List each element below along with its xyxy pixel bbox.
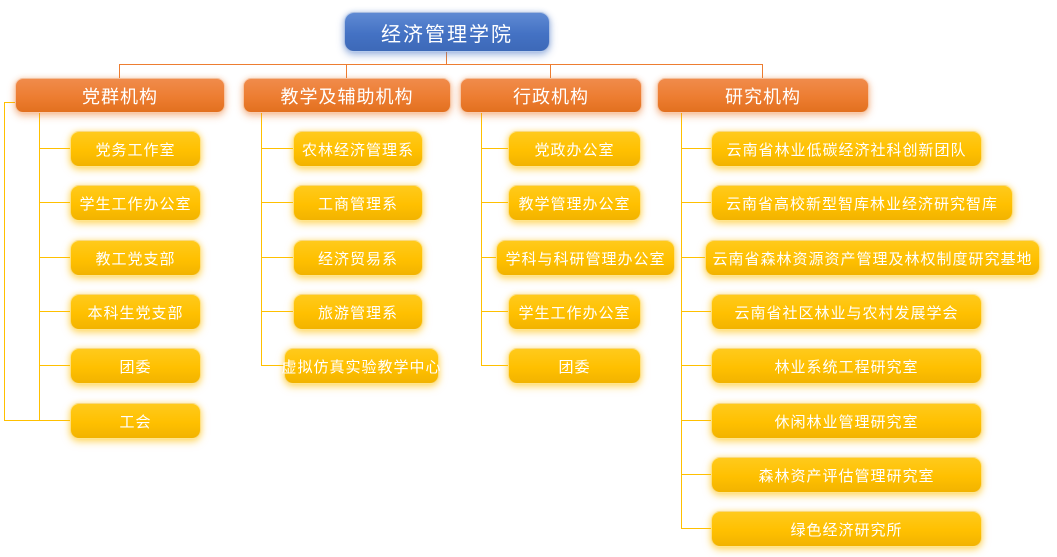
connector-stub	[681, 148, 711, 150]
connector-stub	[4, 420, 70, 422]
org-node-leaf: 团委	[508, 348, 641, 384]
connector-branch2-drop	[346, 64, 348, 78]
org-node-leaf: 虚拟仿真实验教学中心	[282, 348, 441, 384]
connector-stub	[681, 365, 711, 367]
connector-branch4-drop	[762, 64, 764, 78]
connector-stub	[39, 365, 70, 367]
connector-stub	[39, 311, 70, 313]
connector-stub	[681, 474, 711, 476]
connector-root-drop	[446, 52, 448, 65]
connector-stub	[261, 202, 293, 204]
connector-branch1-trunk	[39, 113, 41, 421]
org-node-leaf: 经济贸易系	[293, 240, 423, 276]
org-node-leaf: 本科生党支部	[70, 294, 201, 330]
org-node-branch-research: 研究机构	[657, 78, 869, 113]
connector-stub	[261, 365, 285, 367]
connector-stub	[681, 257, 705, 259]
org-node-branch-teaching-auxiliary: 教学及辅助机构	[243, 78, 451, 113]
connector-stub	[681, 420, 711, 422]
connector-stub	[481, 365, 508, 367]
connector-root-rail	[119, 64, 763, 66]
org-node-leaf: 学生工作办公室	[508, 294, 641, 330]
org-node-leaf: 旅游管理系	[293, 294, 423, 330]
org-node-leaf: 教学管理办公室	[508, 185, 641, 221]
org-node-leaf: 休闲林业管理研究室	[711, 403, 982, 439]
org-node-leaf: 教工党支部	[70, 240, 201, 276]
connector-stub	[481, 257, 496, 259]
org-node-leaf: 工商管理系	[293, 185, 423, 221]
org-node-leaf: 党政办公室	[508, 131, 641, 167]
connector-stub	[39, 202, 70, 204]
org-node-leaf: 农林经济管理系	[293, 131, 423, 167]
connector-stub	[481, 202, 508, 204]
connector-stub	[261, 148, 293, 150]
connector-stub	[681, 202, 711, 204]
connector-stub	[39, 257, 70, 259]
connector-stub	[681, 311, 711, 313]
connector-branch1-drop	[119, 64, 121, 78]
connector-branch1-elbow-side	[4, 102, 6, 421]
connector-stub	[261, 257, 293, 259]
org-node-leaf: 森林资产评估管理研究室	[711, 457, 982, 493]
org-node-leaf: 学生工作办公室	[70, 185, 201, 221]
org-node-root: 经济管理学院	[344, 12, 550, 52]
org-node-leaf: 云南省森林资源资产管理及林权制度研究基地	[705, 240, 1040, 276]
org-node-leaf: 云南省高校新型智库林业经济研究智库	[711, 185, 1013, 221]
org-node-leaf: 学科与科研管理办公室	[496, 240, 675, 276]
connector-stub	[481, 311, 508, 313]
connector-stub	[39, 148, 70, 150]
org-node-leaf: 林业系统工程研究室	[711, 348, 982, 384]
connector-branch2-trunk	[261, 113, 263, 366]
connector-stub	[261, 311, 293, 313]
org-node-branch-administrative: 行政机构	[460, 78, 642, 113]
org-node-leaf: 工会	[70, 403, 201, 439]
org-node-leaf: 团委	[70, 348, 201, 384]
connector-stub	[681, 528, 711, 530]
connector-branch1-elbow-top	[4, 102, 16, 104]
org-node-leaf: 云南省林业低碳经济社科创新团队	[711, 131, 982, 167]
org-node-branch-party-mass: 党群机构	[15, 78, 225, 113]
connector-stub	[481, 148, 508, 150]
connector-branch3-drop	[550, 64, 552, 78]
connector-branch3-trunk	[481, 113, 483, 366]
connector-branch4-trunk	[681, 113, 683, 529]
org-node-leaf: 党务工作室	[70, 131, 201, 167]
org-node-leaf: 绿色经济研究所	[711, 511, 982, 547]
org-node-leaf: 云南省社区林业与农村发展学会	[711, 294, 982, 330]
